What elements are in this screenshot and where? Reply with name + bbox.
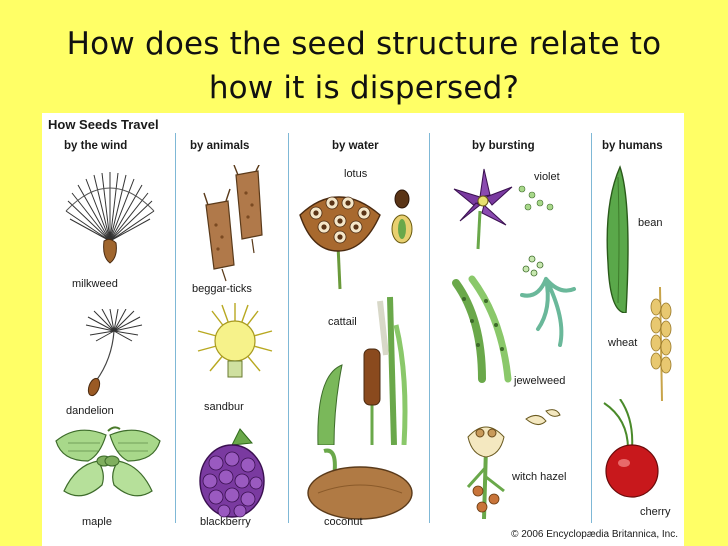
bean-pod-illustration [606,165,629,313]
coconut-illustration [307,448,413,520]
slide-title-line1: How does the seed structure relate to [66,26,662,62]
label-cherry: cherry [640,506,671,518]
label-beggar-ticks: beggar-ticks [192,283,252,295]
column-divider [591,133,592,523]
label-violet: violet [534,171,560,183]
beggar-ticks-seed-illustration [203,165,263,282]
column-divider [429,133,430,523]
column-heading-humans: by humans [602,140,663,152]
column-divider [175,133,176,523]
label-cattail: cattail [328,316,357,328]
column-divider [288,133,289,523]
maple-seed-illustration [55,426,161,497]
copyright-notice: © 2006 Encyclopædia Britannica, Inc. [511,529,678,540]
label-sandbur: sandbur [204,401,244,413]
dandelion-seed-illustration [85,309,143,397]
wheat-illustration [650,286,672,401]
label-jewelweed: jewelweed [514,375,566,387]
blackberry-illustration [199,428,265,518]
cattail-illustration [317,296,408,445]
milkweed-seed-illustration [65,172,155,264]
label-milkweed: milkweed [72,278,118,290]
column-heading-bursting: by bursting [472,140,535,152]
lotus-seed-pod-illustration [299,189,413,290]
witch-hazel-illustration [466,409,561,519]
sandbur-seed-illustration [197,303,273,378]
violet-seed-pod-illustration [453,168,554,250]
column-heading-animals: by animals [190,140,250,152]
column-heading-water: by water [332,140,379,152]
seed-dispersal-poster: How Seeds Travel by the wind by animals … [42,113,684,546]
label-wheat: wheat [608,337,638,349]
label-maple: maple [82,516,112,528]
label-blackberry: blackberry [200,516,251,528]
label-dandelion: dandelion [66,405,114,417]
column-heading-wind: by the wind [64,140,128,152]
cherry-illustration [603,399,659,498]
slide-title: How does the seed structure relate to ho… [0,22,728,110]
slide-title-line2: how it is dispersed? [208,70,520,106]
label-witch-hazel: witch hazel [512,471,567,483]
label-lotus: lotus [344,168,368,180]
label-bean: bean [638,217,663,229]
label-coconut: coconut [324,516,363,528]
poster-heading: How Seeds Travel [48,117,159,132]
jewelweed-seed-pod-illustration [452,255,576,383]
